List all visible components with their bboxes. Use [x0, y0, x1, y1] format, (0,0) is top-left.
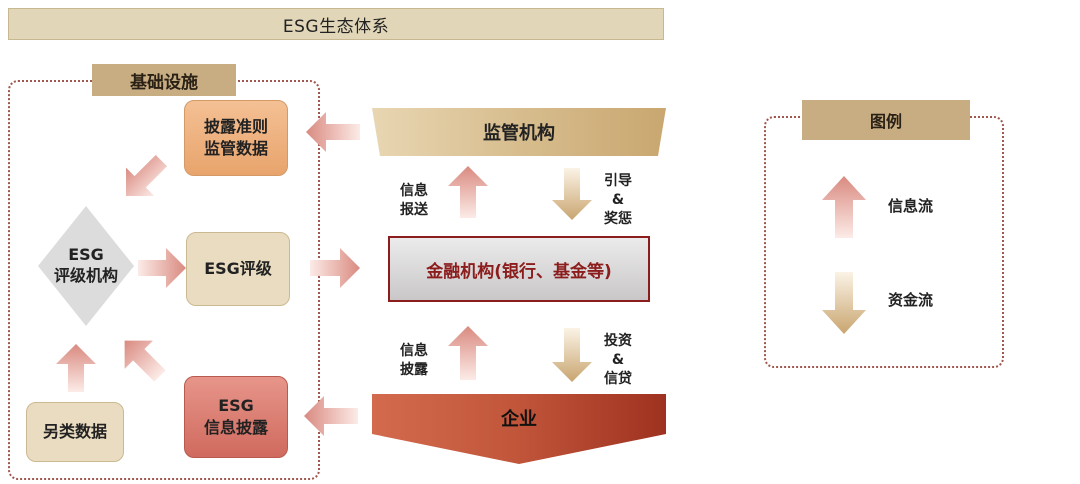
report-up-line1: 信息: [400, 183, 428, 199]
rating-agency-label: ESG 评级机构: [38, 206, 134, 326]
invest-down-label: 投资 & 信贷: [604, 332, 632, 389]
infrastructure-label: 基础设施: [92, 64, 236, 96]
diagram-title: ESG生态体系: [8, 8, 664, 40]
report-up-label: 信息 报送: [400, 182, 428, 220]
info-left-arrow-regulator: [306, 112, 360, 152]
disclosure-rules-line2: 监管数据: [203, 139, 268, 158]
rating-agency-line1: ESG: [68, 245, 104, 265]
info-diag-arrow-esgdisclosure: [124, 340, 166, 382]
esg-disclosure-line2: 信息披露: [203, 418, 268, 437]
enterprise-shape: [372, 394, 666, 464]
alt-data-box: 另类数据: [26, 402, 124, 462]
guide-down-line3: 奖惩: [604, 210, 632, 227]
invest-down-line1: 投资: [604, 333, 632, 349]
rating-agency-line2: 评级机构: [53, 266, 118, 285]
esg-disclosure-line1: ESG: [218, 396, 254, 416]
info-right-arrow-financial: [310, 248, 360, 288]
disclose-up-line1: 信息: [400, 343, 428, 359]
rating-agency-diamond: [38, 206, 134, 326]
disclosure-rules-box: 披露准则 监管数据: [184, 100, 288, 176]
guide-down-label: 引导 & 奖惩: [604, 172, 632, 229]
report-up-line2: 报送: [400, 201, 428, 218]
info-up-arrow-regulator: [448, 166, 488, 218]
legend-fund-flow-label: 资金流: [888, 291, 934, 309]
guide-down-line1: 引导: [604, 173, 632, 189]
disclosure-rules-line1: 披露准则: [203, 117, 268, 137]
guide-down-line2: &: [611, 191, 625, 208]
legend-info-flow-label: 信息流: [888, 197, 934, 215]
fund-down-arrow-enterprise: [552, 328, 592, 382]
invest-down-line3: 信贷: [604, 370, 632, 387]
legend-info-flow-icon: [822, 176, 866, 238]
legend-fund-flow-icon: [822, 272, 866, 334]
enterprise-label: 企业: [501, 409, 537, 430]
financial-institutions-box: 金融机构(银行、基金等): [388, 236, 650, 302]
legend-group: [764, 116, 1004, 368]
esg-rating-box: ESG评级: [186, 232, 290, 306]
info-left-arrow-enterprise: [304, 396, 358, 436]
info-diag-arrow-disclosure: [126, 154, 168, 196]
regulator-label: 监管机构: [483, 123, 555, 144]
esg-disclosure-box: ESG 信息披露: [184, 376, 288, 458]
info-up-arrow-altdata: [56, 344, 96, 392]
regulator-shape: [372, 108, 666, 156]
invest-down-line2: &: [611, 351, 625, 368]
info-right-arrow-rating: [138, 248, 186, 288]
legend-title: 图例: [802, 100, 970, 140]
disclose-up-label: 信息 披露: [400, 342, 428, 380]
fund-down-arrow-regulator: [552, 168, 592, 220]
disclose-up-line2: 披露: [400, 361, 428, 378]
info-up-arrow-enterprise: [448, 326, 488, 380]
